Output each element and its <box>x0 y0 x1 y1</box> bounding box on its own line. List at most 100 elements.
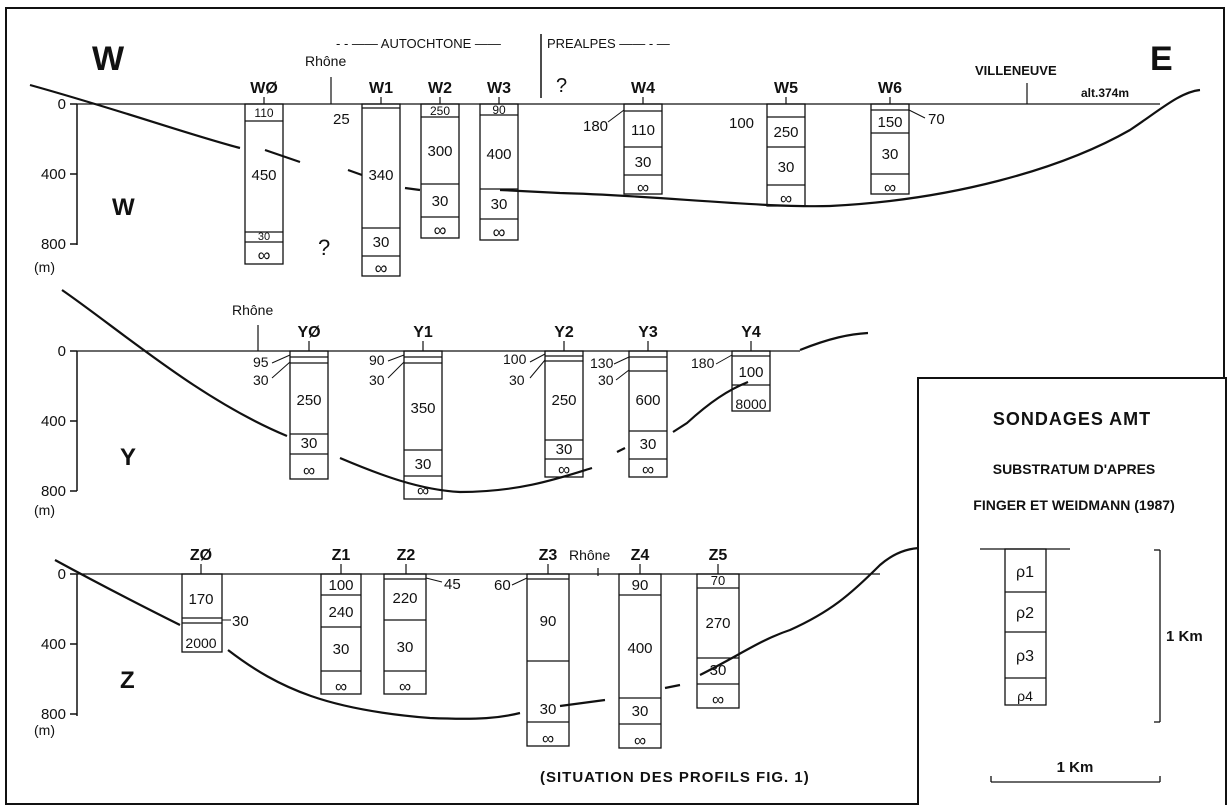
sounding-column <box>618 573 662 749</box>
sounding-w4: W4 180 110 30 ∞ <box>583 80 663 197</box>
sounding-name: WØ <box>250 80 278 97</box>
layer-resistivity: ∞ <box>434 220 447 240</box>
axis-tick-label: 400 <box>41 636 66 653</box>
sounding-column <box>731 350 771 412</box>
altitude-label: alt.374m <box>1081 86 1129 100</box>
sounding-column <box>526 573 570 747</box>
profile-z: 0 400 800 (m) Z Rhône ZØ 170 2000 30 Z1 <box>34 546 923 750</box>
sounding-column <box>766 103 806 207</box>
layer-resistivity: 150 <box>877 114 902 131</box>
side-value: 45 <box>444 576 461 593</box>
sounding-w5: W5 100 250 30 ∞ <box>729 80 806 208</box>
legend-rho-2: ρ2 <box>1016 605 1034 622</box>
side-leader <box>387 361 405 379</box>
sounding-z4: Z4 90 400 30 ∞ <box>618 547 662 750</box>
sounding-column <box>181 573 223 653</box>
layer-resistivity: ∞ <box>542 729 554 748</box>
legend-title: SONDAGES AMT <box>993 409 1151 429</box>
sounding-name: Z4 <box>631 547 650 564</box>
sounding-y4: Y4 180 100 8000 <box>691 324 771 412</box>
sounding-column <box>361 103 401 277</box>
prealpes-label: PREALPES —— - — <box>547 36 670 51</box>
layer-resistivity: 30 <box>301 435 318 452</box>
side-leader <box>613 356 630 365</box>
axis-unit: (m) <box>34 259 55 275</box>
layer-resistivity: 270 <box>705 615 730 632</box>
side-value: 30 <box>253 372 269 388</box>
layer-resistivity: 250 <box>773 124 798 141</box>
legend-rho-1: ρ1 <box>1016 564 1034 581</box>
side-value: 60 <box>494 577 511 594</box>
sounding-y1: Y1 90 30 350 30 ∞ <box>369 324 443 500</box>
layer-resistivity: 30 <box>710 662 727 679</box>
profile-w: 0 400 800 (m) W ? WØ 110 450 30 ∞ W1 <box>29 80 1201 278</box>
layer-resistivity: 30 <box>432 193 449 210</box>
layer-resistivity: 30 <box>540 701 557 718</box>
layer-resistivity: ∞ <box>258 245 271 265</box>
layer-resistivity: 110 <box>631 122 655 139</box>
legend-rho-4: ρ4 <box>1017 688 1033 704</box>
layer-resistivity: 400 <box>627 640 652 657</box>
sounding-column <box>696 573 740 709</box>
layer-resistivity: ∞ <box>303 461 315 480</box>
layer-resistivity: 90 <box>492 103 506 117</box>
side-value: 95 <box>253 354 269 370</box>
side-leader <box>615 369 630 381</box>
layer-resistivity: 250 <box>430 104 450 118</box>
layer-resistivity: 30 <box>556 441 573 458</box>
side-leader <box>425 577 443 583</box>
sounding-w3: W3 90 400 30 ∞ <box>479 80 519 242</box>
layer-resistivity: 340 <box>368 167 393 184</box>
bedrock-profile <box>29 83 1201 208</box>
side-leader <box>607 109 625 123</box>
layer-resistivity: 90 <box>540 613 557 630</box>
layer-resistivity: 170 <box>188 591 213 608</box>
rhone-label-y: Rhône <box>232 302 273 318</box>
autochtone-label: - - —— AUTOCHTONE —— <box>336 36 501 51</box>
sounding-name: Z2 <box>397 547 416 564</box>
sounding-name: Y2 <box>554 324 574 341</box>
layer-resistivity: 30 <box>491 196 508 213</box>
axis-tick-label: 400 <box>41 166 66 183</box>
sounding-name: Z1 <box>332 547 351 564</box>
axis-unit: (m) <box>34 722 55 738</box>
side-leader <box>715 354 733 365</box>
layer-resistivity: ∞ <box>375 258 388 278</box>
layer-resistivity: ∞ <box>335 677 347 696</box>
sounding-z5: Z5 70 270 30 ∞ <box>696 547 740 709</box>
sounding-column <box>420 103 460 239</box>
layer-resistivity: 110 <box>254 106 273 120</box>
layer-resistivity: 350 <box>410 400 435 417</box>
sounding-column <box>289 350 329 480</box>
legend-hscale-label: 1 Km <box>1057 759 1094 776</box>
axis-tick-label: 0 <box>58 566 66 583</box>
layer-resistivity: 400 <box>486 146 511 163</box>
sounding-name: W2 <box>428 80 452 97</box>
sounding-name: W1 <box>369 80 393 97</box>
layer-resistivity: 100 <box>738 364 763 381</box>
layer-resistivity: 250 <box>296 392 321 409</box>
layer-resistivity: ∞ <box>493 222 506 242</box>
layer-resistivity: 450 <box>251 167 276 184</box>
side-leader <box>529 359 546 379</box>
layer-resistivity: ∞ <box>712 690 724 709</box>
sounding-name: ZØ <box>190 547 212 564</box>
east-label: E <box>1150 40 1173 78</box>
sounding-column <box>320 573 362 695</box>
layer-resistivity: 30 <box>373 234 390 251</box>
sounding-z1: Z1 100 240 30 ∞ <box>320 547 362 696</box>
side-value: 130 <box>590 355 614 371</box>
sounding-name: W6 <box>878 80 902 97</box>
rhone-label-w: Rhône <box>305 53 346 69</box>
side-leader <box>271 361 291 379</box>
profile-letter: Z <box>120 667 135 694</box>
side-leader <box>511 577 528 586</box>
axis-tick-label: 0 <box>58 96 66 113</box>
side-value: 30 <box>509 372 525 388</box>
layer-resistivity: 30 <box>632 703 649 720</box>
layer-resistivity: 240 <box>328 604 353 621</box>
layer-resistivity: 2000 <box>185 635 216 651</box>
profile-letter: Y <box>120 444 136 471</box>
layer-resistivity: ∞ <box>634 731 646 750</box>
layer-resistivity: 30 <box>640 436 657 453</box>
